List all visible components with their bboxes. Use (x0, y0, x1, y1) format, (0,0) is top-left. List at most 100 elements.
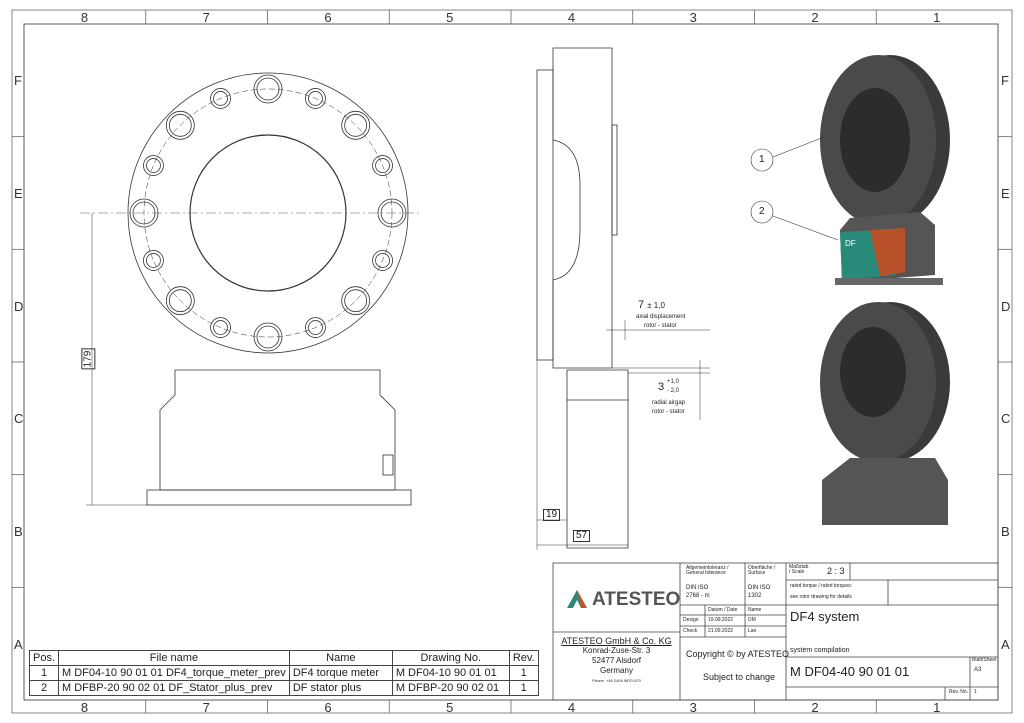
col-name: Name (288, 650, 393, 666)
design-name: DM (748, 617, 756, 623)
bolt-hole (375, 158, 390, 173)
stator-render (835, 212, 943, 285)
zone-row-label: B (14, 524, 23, 539)
bolt-hole (213, 91, 228, 106)
design-label: Design (683, 617, 699, 623)
bolt-hole (253, 74, 283, 104)
height-dim-label: 179 (81, 348, 96, 370)
cell: 1 (508, 680, 539, 696)
radial-label2: rotor - stator (652, 409, 685, 415)
rotor-render-2 (820, 302, 950, 525)
cell: M DFBP-20 90 02 01 DF_Stator_plus_prev (58, 680, 290, 696)
bolt-hole (146, 158, 161, 173)
stator-label: DF (845, 239, 856, 248)
cell: M DF04-10 90 01 01 (391, 665, 510, 681)
cell: 1 (28, 665, 60, 681)
surface-value2: 1302 (748, 593, 762, 599)
drawing-subtitle: system compilation (790, 647, 850, 654)
parts-list: Pos. File name Name Drawing No. Rev. 1 M… (28, 650, 539, 696)
zone-row-label: D (1001, 298, 1011, 314)
bolt-hole (372, 155, 393, 176)
stator-front-view (146, 369, 412, 506)
rev-label: Rev. No. (949, 689, 969, 695)
bolt-hole (213, 320, 228, 335)
dim-19: 19 (543, 509, 561, 521)
radial-tol-lower: - 2,0 (667, 388, 680, 394)
zone-col-label: 8 (80, 10, 89, 25)
country: Germany (600, 666, 633, 675)
bolt-hole (372, 250, 393, 271)
bolt-hole (256, 325, 280, 349)
zone-row-label: F (1001, 73, 1009, 89)
bolt-hole (253, 322, 283, 352)
cell: 2 (28, 680, 60, 696)
radial-label: radial airgap (652, 400, 686, 406)
zone-row-label: A (14, 636, 23, 652)
bolt-hole (256, 77, 280, 101)
zone-col-label: 5 (446, 700, 454, 715)
dim-57: 57 (573, 530, 591, 542)
tol-label: Allgemeintoleranz / General tolerance (686, 565, 729, 576)
tol-value: DIN ISO (686, 585, 709, 591)
rotor-front-view (80, 72, 420, 354)
bolt-hole (375, 253, 390, 268)
zone-row-label: F (14, 73, 22, 89)
zone-row-label: B (1001, 524, 1010, 539)
axial-num: 7 (638, 299, 645, 311)
bolt-hole (165, 110, 195, 140)
rotor-render-1 (820, 55, 950, 225)
axial-label2: rotor - stator (644, 323, 677, 329)
zone-row-label: E (14, 186, 23, 201)
parts-list-header: Pos. File name Name Drawing No. Rev. (28, 650, 539, 666)
cell: M DF04-10 90 01 01 DF4_torque_meter_prev (58, 665, 290, 681)
check-name: Lan (748, 628, 757, 634)
bolt-hole (165, 286, 195, 316)
bolt-hole (305, 317, 326, 338)
surface-label: Oberfläche / Surface (748, 565, 776, 576)
bolt-hole (210, 317, 231, 338)
side-view (536, 47, 710, 550)
zone-col-label: 2 (811, 700, 819, 715)
bolt-hole (168, 289, 192, 313)
date-header: Datum / Date (708, 607, 738, 613)
bolt-hole (143, 155, 164, 176)
zone-col-label: 3 (689, 10, 697, 25)
company-address: ATESTEO GmbH & Co. KG Konrad-Zuse-Str. 3… (553, 636, 680, 686)
drawing-number: M DF04-40 90 01 01 (790, 664, 910, 679)
check-label: Check (683, 628, 698, 634)
col-rev: Rev. (508, 650, 539, 666)
axial-tol: ± 1,0 (647, 301, 665, 310)
street: Konrad-Zuse-Str. 3 (582, 646, 651, 655)
surface-value: DIN ISO (748, 585, 771, 591)
col-file: File name (58, 650, 290, 666)
cell: DF4 torque meter (288, 665, 393, 681)
name-header: Name (748, 607, 762, 613)
radial-value: 3 (658, 381, 665, 393)
zone-row-label: C (1001, 411, 1011, 427)
company-logo: ATESTEO (592, 589, 681, 610)
atesteo-logo-icon (567, 590, 587, 608)
zone-col-label: 8 (80, 700, 89, 715)
balloon-2: 2 (759, 206, 765, 217)
zone-col-label: 6 (324, 10, 332, 25)
zone-col-label: 4 (567, 700, 576, 715)
zone-row-label: D (14, 298, 24, 314)
col-pos: Pos. (28, 650, 60, 666)
sheet-value: A3 (974, 667, 982, 673)
radial-tol-upper: +1,0 (667, 379, 679, 385)
bolt-hole (143, 250, 164, 271)
check-date: 21.09.2022 (708, 628, 734, 634)
bolt-hole (344, 289, 368, 313)
city: 52477 Alsdorf (592, 656, 641, 665)
bolt-hole (341, 110, 371, 140)
bolt-hole (344, 113, 368, 137)
tol-value2: 2768 - m (686, 593, 710, 599)
copyright: Copyright © by ATESTEO (686, 649, 789, 659)
zone-col-label: 6 (324, 700, 332, 715)
table-row: 1 M DF04-10 90 01 01 DF4_torque_meter_pr… (28, 665, 539, 681)
balloon-1: 1 (759, 154, 765, 165)
bolt-hole (308, 91, 323, 106)
zone-row-label: E (1001, 186, 1010, 201)
zone-col-label: 3 (689, 700, 697, 715)
